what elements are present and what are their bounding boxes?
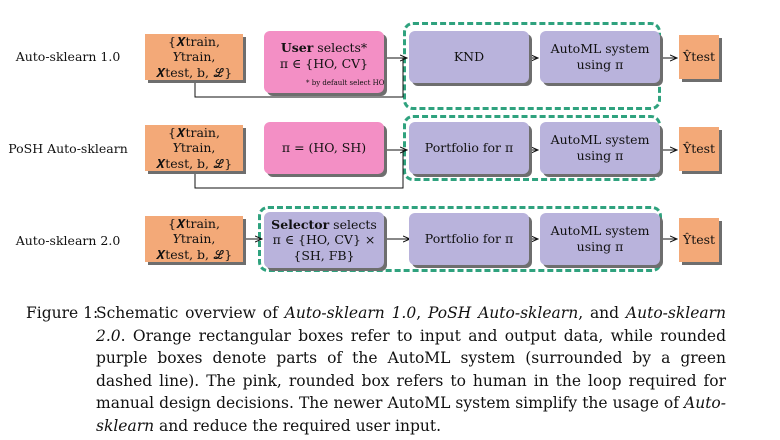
caption-italic: Auto-sklearn xyxy=(96,394,726,435)
input-line2: 𝑿test, b, ℒ} xyxy=(155,155,233,171)
default-note: * by default select HO xyxy=(306,79,385,87)
caption-text: , and xyxy=(578,304,626,322)
automl-line1: AutoML system xyxy=(550,223,650,239)
input-line1: {𝑿train, 𝑌train, xyxy=(168,124,220,156)
input-line2: 𝑿test, b, ℒ} xyxy=(155,64,233,80)
output-box-1: Ŷtest xyxy=(679,35,719,79)
caption-text: . Orange rectangular boxes refer to inpu… xyxy=(96,326,726,413)
selector-bold: User xyxy=(280,40,314,55)
selector-rest: selects* xyxy=(317,40,368,55)
wire-input-loop-2 xyxy=(194,150,404,189)
input-box-2: {𝑿train, 𝑌train, 𝑿test, b, ℒ} xyxy=(145,125,243,171)
stage-label: Portfolio for π xyxy=(424,231,514,247)
row-label-2: PoSH Auto-sklearn xyxy=(8,141,128,156)
automl-line2: using π xyxy=(576,148,624,163)
caption-italic: Auto-sklearn 1.0 xyxy=(284,304,417,322)
figure-caption: Figure 1: Schematic overview of Auto-skl… xyxy=(26,302,726,438)
output-box-3: Ŷtest xyxy=(679,218,719,262)
knd-box: KND xyxy=(409,31,529,83)
portfolio-box-2: Portfolio for π xyxy=(409,122,529,174)
automl-line2: using π xyxy=(576,239,624,254)
selector-bold: Selector xyxy=(271,216,330,232)
output-label: Ŷtest xyxy=(682,49,716,65)
input-line1: {𝑿train, 𝑌train, xyxy=(168,215,220,247)
input-line2: 𝑿test, b, ℒ} xyxy=(155,246,233,262)
user-selects-box: User selects* π ∈ {HO, CV} xyxy=(264,31,384,93)
caption-text: Schematic overview of xyxy=(96,304,285,322)
automl-line1: AutoML system xyxy=(550,132,650,148)
selector-line3: {SH, FB} xyxy=(293,247,355,263)
input-line1: {𝑿train, 𝑌train, xyxy=(168,33,220,65)
automl-system-box-3: AutoML system using π xyxy=(540,213,660,265)
caption-italic: PoSH Auto-sklearn xyxy=(428,304,579,322)
selector-box: Selector selects π ∈ {HO, CV} × {SH, FB} xyxy=(264,212,384,268)
selector-line2: π ∈ {HO, CV} × xyxy=(272,232,376,248)
input-box-3: {𝑿train, 𝑌train, 𝑿test, b, ℒ} xyxy=(145,216,243,262)
output-label: Ŷtest xyxy=(682,141,716,157)
automl-system-box-2: AutoML system using π xyxy=(540,122,660,174)
selector-line2: π ∈ {HO, CV} xyxy=(279,55,369,71)
stage-label: KND xyxy=(453,49,485,65)
caption-text: , xyxy=(416,304,428,322)
row-label-3: Auto-sklearn 2.0 xyxy=(15,233,121,248)
output-box-2: Ŷtest xyxy=(679,127,719,171)
automl-system-box-1: AutoML system using π xyxy=(540,31,660,83)
caption-lead: Figure 1: xyxy=(26,304,99,322)
row-label-1: Auto-sklearn 1.0 xyxy=(15,49,121,64)
automl-line1: AutoML system xyxy=(550,41,650,57)
portfolio-box-3: Portfolio for π xyxy=(409,213,529,265)
stage-label: Portfolio for π xyxy=(424,140,514,156)
automl-line2: using π xyxy=(576,57,624,72)
connector-wires xyxy=(194,0,780,300)
caption-italic: Auto-sklearn 2.0 xyxy=(96,304,727,345)
wire-input-loop-1 xyxy=(194,58,404,98)
input-box-1: {𝑿train, 𝑌train, 𝑿test, b, ℒ} xyxy=(145,34,243,80)
selector-line1: π = (HO, SH) xyxy=(281,140,367,156)
posh-policy-box: π = (HO, SH) xyxy=(264,122,384,174)
selector-rest: selects xyxy=(333,216,377,232)
caption-text: and reduce the required user input. xyxy=(154,416,442,435)
output-label: Ŷtest xyxy=(682,232,716,248)
caption-body: Schematic overview of Auto-sklearn 1.0 , … xyxy=(96,302,726,438)
